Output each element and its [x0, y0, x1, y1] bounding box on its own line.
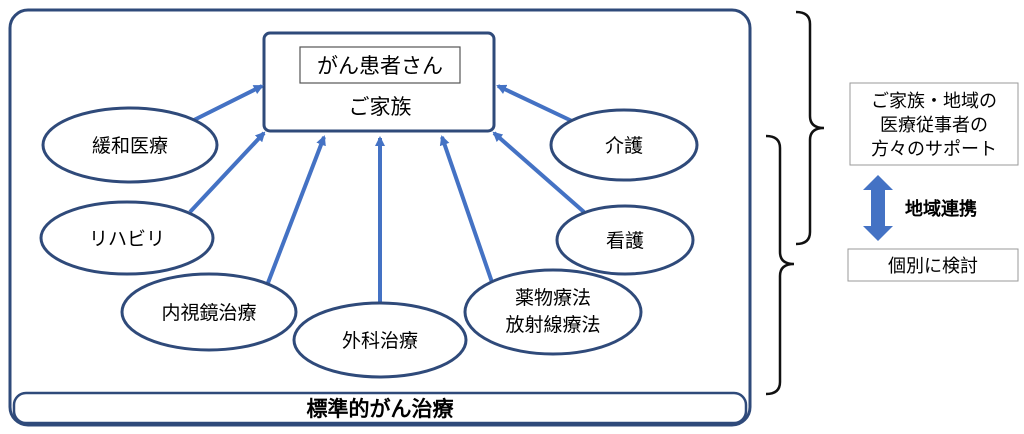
node-naishikyo-label: 内視鏡治療 — [161, 302, 256, 324]
arrow-kango — [492, 131, 586, 214]
support-line-3: 方々のサポート — [871, 139, 997, 160]
node-kaigo-label: 介護 — [605, 135, 643, 157]
support-line-2: 医療従事者の — [880, 115, 988, 136]
outer-frame — [8, 8, 752, 427]
individual-label: 個別に検討 — [888, 256, 978, 277]
node-geka-label: 外科治療 — [342, 330, 418, 352]
support-line-1: ご家族・地域の — [871, 91, 997, 112]
node-kaigo — [549, 108, 699, 182]
node-yakubutsu-label-2: 放射線療法 — [505, 314, 600, 336]
center-label-family: ご家族 — [349, 95, 412, 119]
arrows — [188, 84, 586, 306]
node-kanwa-label: 緩和医療 — [92, 135, 168, 157]
node-yakubutsu-label-1: 薬物療法 — [515, 287, 591, 309]
link-label: 地域連携 — [905, 198, 977, 220]
node-rehab — [39, 200, 215, 276]
arrow-kaigo — [496, 84, 575, 124]
arrow-rehab — [188, 131, 266, 214]
individual-box — [847, 248, 1019, 282]
center-label-patient: がん患者さん — [317, 54, 443, 78]
node-naishikyo — [120, 272, 298, 352]
bracket-upper — [795, 10, 825, 246]
footer-bar — [12, 391, 748, 425]
node-kanwa — [41, 106, 219, 184]
node-geka — [292, 301, 468, 379]
node-rehab-label: リハビリ — [89, 228, 165, 250]
arrow-naishikyo — [264, 135, 326, 289]
double-arrow-icon — [863, 175, 893, 241]
center-label-frame — [299, 46, 461, 84]
support-box — [849, 82, 1019, 166]
footer-label: 標準的がん治療 — [307, 397, 455, 421]
bracket-lower — [765, 134, 795, 396]
arrow-kanwa — [189, 84, 264, 124]
node-kango-label: 看護 — [606, 230, 644, 252]
node-yakubutsu — [463, 268, 643, 356]
node-kango — [555, 204, 695, 276]
arrow-yakubutsu — [439, 135, 496, 289]
